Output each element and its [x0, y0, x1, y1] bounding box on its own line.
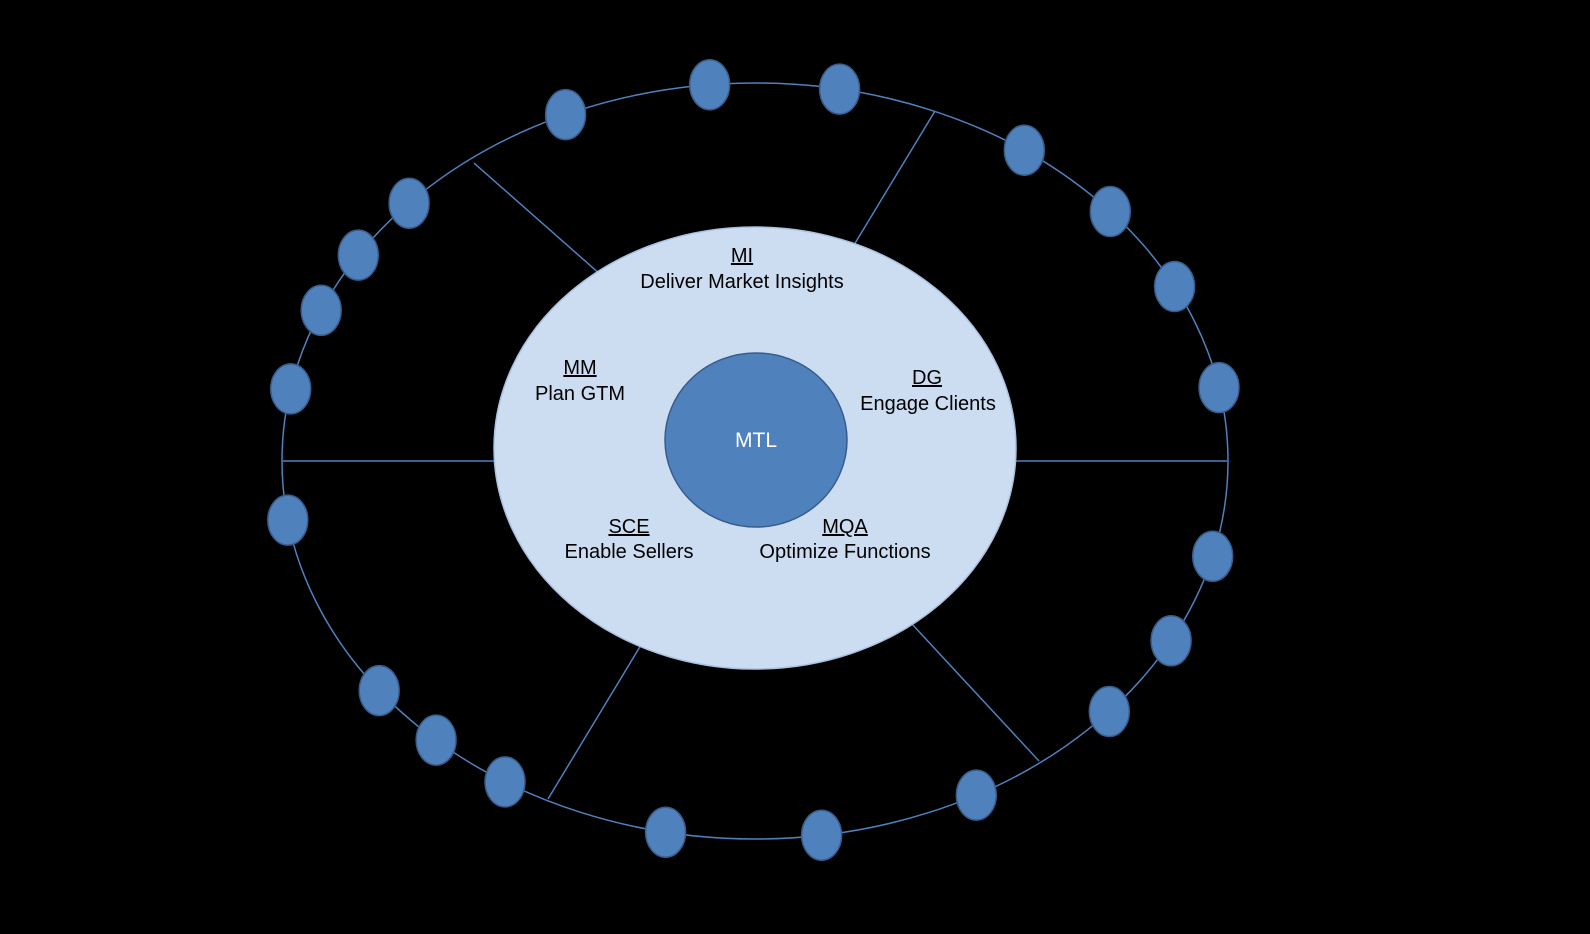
ring-node-dots	[267, 58, 1240, 861]
ring-node-dot	[955, 769, 998, 821]
ring-node-dot	[484, 756, 526, 808]
ring-node-dot	[1089, 185, 1132, 238]
ring-node-dot	[267, 494, 309, 546]
segment-mqa-code: MQA	[822, 516, 868, 538]
segment-sce-code: SCE	[608, 516, 649, 538]
sector-divider-line	[473, 162, 602, 276]
sector-divider-line	[910, 622, 1040, 762]
ring-node-dot	[544, 88, 587, 141]
ring-node-dot	[644, 806, 687, 858]
ring-node-dot	[358, 664, 400, 717]
ring-node-dot	[269, 363, 312, 415]
ring-node-dot	[1153, 260, 1196, 313]
segment-mqa-label: Optimize Functions	[759, 541, 930, 563]
ring-node-dot	[1003, 124, 1046, 176]
segment-dg-label: Engage Clients	[860, 393, 996, 415]
sector-divider-line	[547, 644, 642, 800]
ring-node-dot	[1198, 361, 1240, 414]
segment-mm-code: MM	[563, 357, 596, 379]
segment-dg-code: DG	[912, 367, 942, 389]
ring-node-dot	[337, 229, 380, 281]
outer-ring	[281, 82, 1229, 840]
ring-node-dot	[415, 714, 457, 766]
ring-node-dot	[800, 809, 843, 861]
segment-mi-label: Deliver Market Insights	[640, 271, 843, 293]
hub-circle	[664, 352, 848, 528]
sector-divider-line	[853, 110, 936, 246]
ring-node-dot	[388, 177, 430, 229]
segment-mi-code: MI	[731, 245, 753, 267]
ring-node-dot	[1088, 685, 1131, 738]
segment-sce-label: Enable Sellers	[565, 541, 694, 563]
ring-node-dot	[818, 63, 861, 115]
hub-label: MTL	[735, 429, 777, 452]
ring-node-dot	[300, 284, 342, 337]
ring-node-dot	[1150, 615, 1192, 667]
ring-node-dot	[1191, 530, 1234, 583]
segment-mm-label: Plan GTM	[535, 383, 625, 405]
ring-node-dot	[688, 58, 731, 111]
sector-divider-lines	[283, 110, 1227, 800]
